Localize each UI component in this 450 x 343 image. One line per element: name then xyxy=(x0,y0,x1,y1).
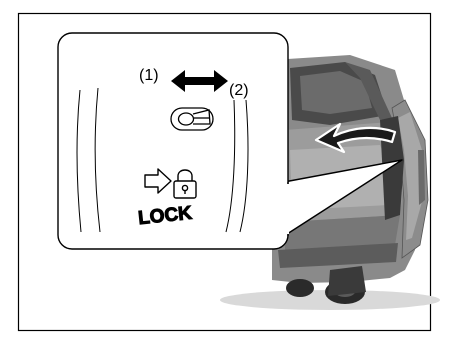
position-2-label: (2) xyxy=(229,82,249,99)
position-1-label: (1) xyxy=(139,67,159,84)
